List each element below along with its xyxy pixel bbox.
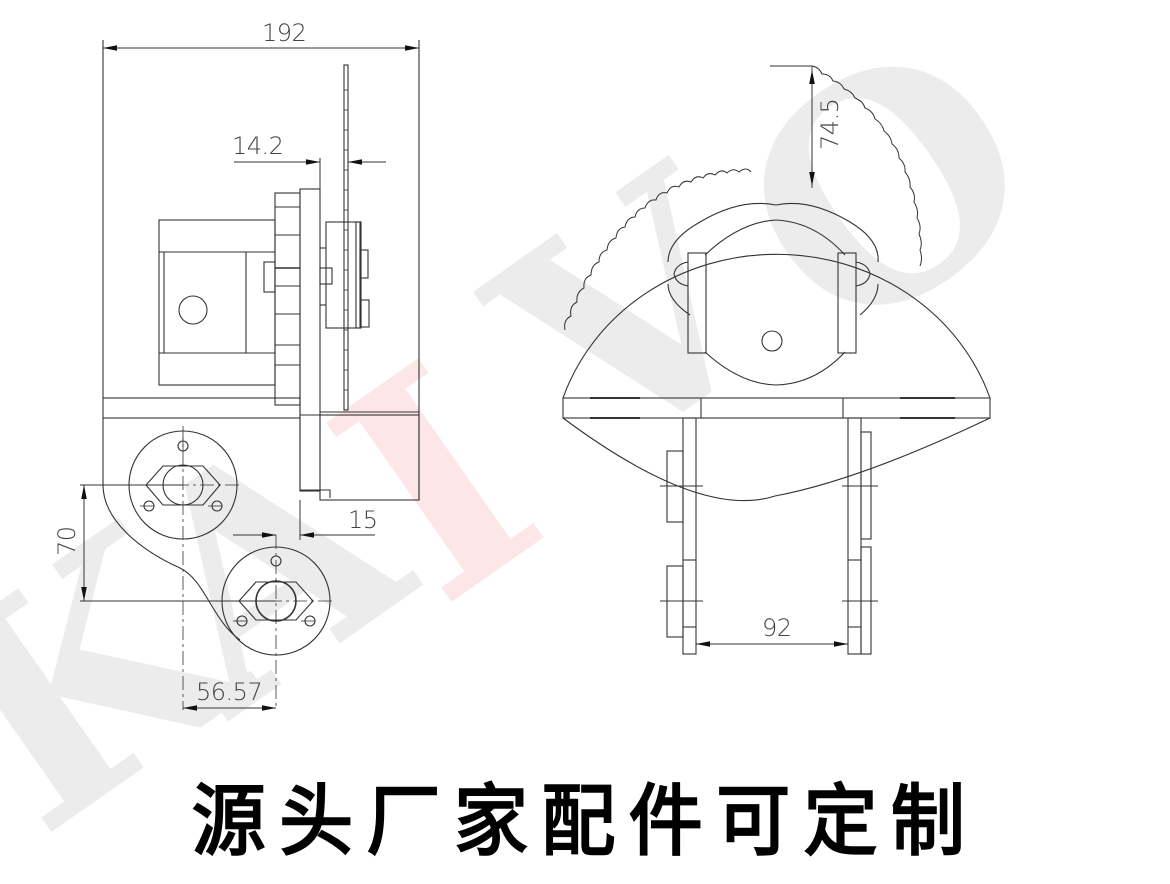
dim-192: 192 (262, 19, 306, 47)
side-dimension-labels: 192 14.2 15 56.57 70 (53, 19, 378, 706)
front-center-lines (660, 485, 878, 602)
dim-14-2: 14.2 (232, 132, 283, 160)
dim-15: 15 (348, 506, 378, 534)
dim-92: 92 (762, 614, 792, 642)
watermark: K A I V O (0, 0, 1095, 884)
front-dimensions (696, 70, 848, 647)
caption-banner: 源头厂家配件可定制 (191, 777, 979, 867)
dim-56-57: 56.57 (196, 678, 262, 706)
saw-blade (564, 65, 922, 331)
side-dimensions (80, 45, 419, 711)
dim-70: 70 (53, 526, 81, 556)
dim-74-5: 74.5 (816, 99, 844, 150)
front-dimension-labels: 74.5 92 (762, 99, 844, 642)
